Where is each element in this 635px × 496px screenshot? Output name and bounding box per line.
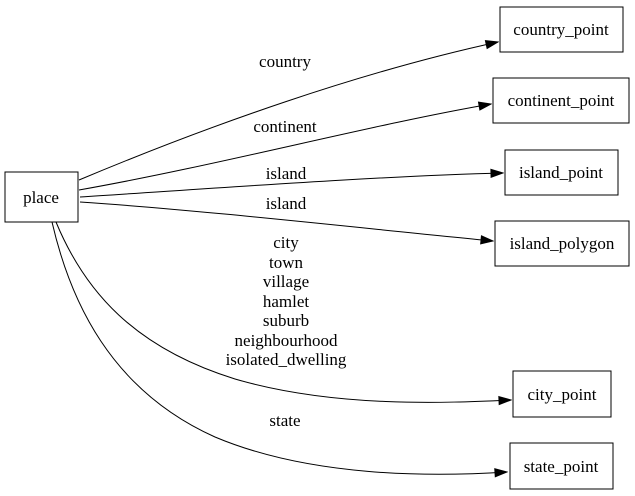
node-country-point-label: country_point	[513, 20, 609, 39]
edge-label-island-polygon: island	[266, 194, 307, 213]
node-place: place	[4, 171, 79, 223]
node-continent-point-label: continent_point	[508, 91, 615, 110]
edge-label-village: village	[263, 272, 309, 291]
node-state-point: state_point	[509, 442, 614, 490]
node-island-polygon: island_polygon	[494, 220, 630, 267]
node-island-point-label: island_point	[519, 163, 603, 182]
node-island-point-box	[504, 149, 619, 196]
edge-label-city: city	[273, 233, 299, 252]
node-place-box	[4, 171, 79, 223]
edge-place-island_polygon	[79, 201, 493, 241]
node-continent-point-box	[492, 77, 630, 124]
edge-label-state: state	[269, 411, 300, 430]
edge-place-country_point	[78, 42, 498, 181]
edge-labels: country continent island island city tow…	[226, 52, 347, 430]
edge-place-island_point	[79, 173, 503, 198]
edge-label-country: country	[259, 52, 311, 71]
edges	[51, 42, 511, 474]
node-place-label: place	[23, 188, 59, 207]
edge-label-island-point: island	[266, 164, 307, 183]
node-city-point: city_point	[512, 370, 612, 418]
node-city-point-label: city_point	[528, 385, 597, 404]
edge-label-continent: continent	[253, 117, 317, 136]
edge-label-isolated-dwelling: isolated_dwelling	[226, 350, 347, 369]
edge-place-city_point	[55, 221, 511, 402]
node-island-polygon-box	[494, 220, 630, 267]
node-state-point-label: state_point	[524, 457, 599, 476]
edge-place-continent_point	[78, 104, 491, 191]
node-state-point-box	[509, 442, 614, 490]
edge-label-hamlet: hamlet	[263, 292, 310, 311]
edge-place-state_point	[51, 221, 507, 474]
edge-label-town: town	[269, 253, 304, 272]
node-island-point: island_point	[504, 149, 619, 196]
edge-label-city-multiline: city town village hamlet suburb neighbou…	[226, 233, 347, 369]
edge-label-suburb: suburb	[263, 311, 309, 330]
node-country-point-box	[499, 6, 624, 53]
node-country-point: country_point	[499, 6, 624, 53]
node-island-polygon-label: island_polygon	[510, 234, 615, 253]
edge-label-neighbourhood: neighbourhood	[235, 331, 338, 350]
node-continent-point: continent_point	[492, 77, 630, 124]
node-city-point-box	[512, 370, 612, 418]
